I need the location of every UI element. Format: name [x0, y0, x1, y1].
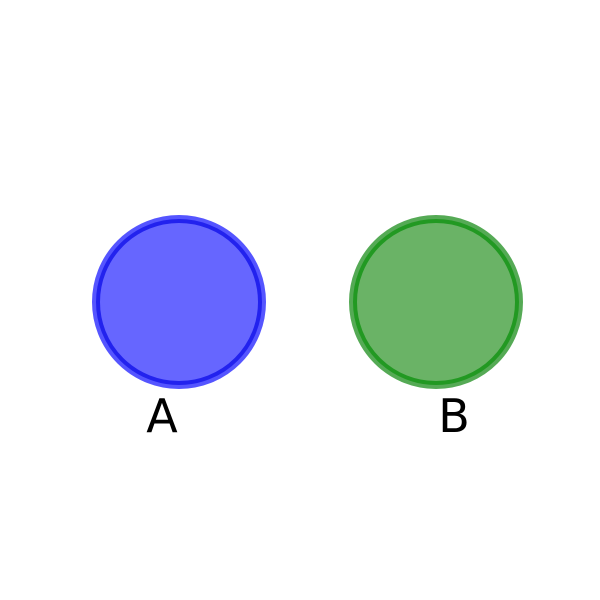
- circle-a-body: [96, 219, 262, 385]
- circle-b-body: [353, 219, 519, 385]
- label-b: B: [438, 389, 470, 443]
- circle-b-outer-ring: [349, 215, 523, 389]
- circle-a: [92, 215, 266, 389]
- circle-a-outer-ring: [92, 215, 266, 389]
- label-a: A: [146, 389, 178, 443]
- circle-b: [349, 215, 523, 389]
